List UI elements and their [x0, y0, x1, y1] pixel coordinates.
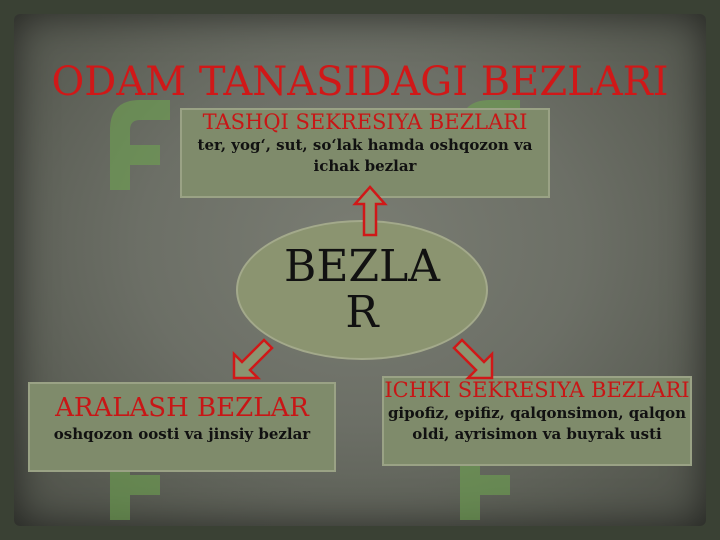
box-internal-secretion: ICHKI SEKRESIYA BEZLARI gipofiz, epifiz,…	[382, 376, 692, 466]
box-body: gipofiz, epifiz, qalqonsimon, qalqon old…	[387, 404, 687, 443]
slide-title: ODAM TANASIDAGI BEZLARI	[51, 59, 669, 105]
arrow-up-icon	[352, 185, 388, 237]
box-body: ter, yog‘, sut, so‘lak hamda oshqozon va…	[197, 136, 533, 175]
box-body: oshqozon oosti va jinsiy bezlar	[53, 425, 311, 443]
center-ellipse: BEZLAR	[236, 220, 488, 360]
arrow-down-right-icon	[452, 338, 494, 380]
box-heading: ICHKI SEKRESIYA BEZLARI	[384, 378, 690, 402]
box-external-secretion: TASHQI SEKRESIYA BEZLARI ter, yog‘, sut,…	[180, 108, 550, 198]
box-mixed-glands: ARALASH BEZLAR oshqozon oosti va jinsiy …	[28, 382, 336, 472]
center-label: BEZLAR	[283, 241, 441, 338]
box-heading: TASHQI SEKRESIYA BEZLARI	[202, 110, 528, 134]
arrow-down-left-icon	[232, 338, 274, 380]
watermark-logo-icon	[110, 100, 170, 190]
box-heading: ARALASH BEZLAR	[55, 393, 309, 423]
